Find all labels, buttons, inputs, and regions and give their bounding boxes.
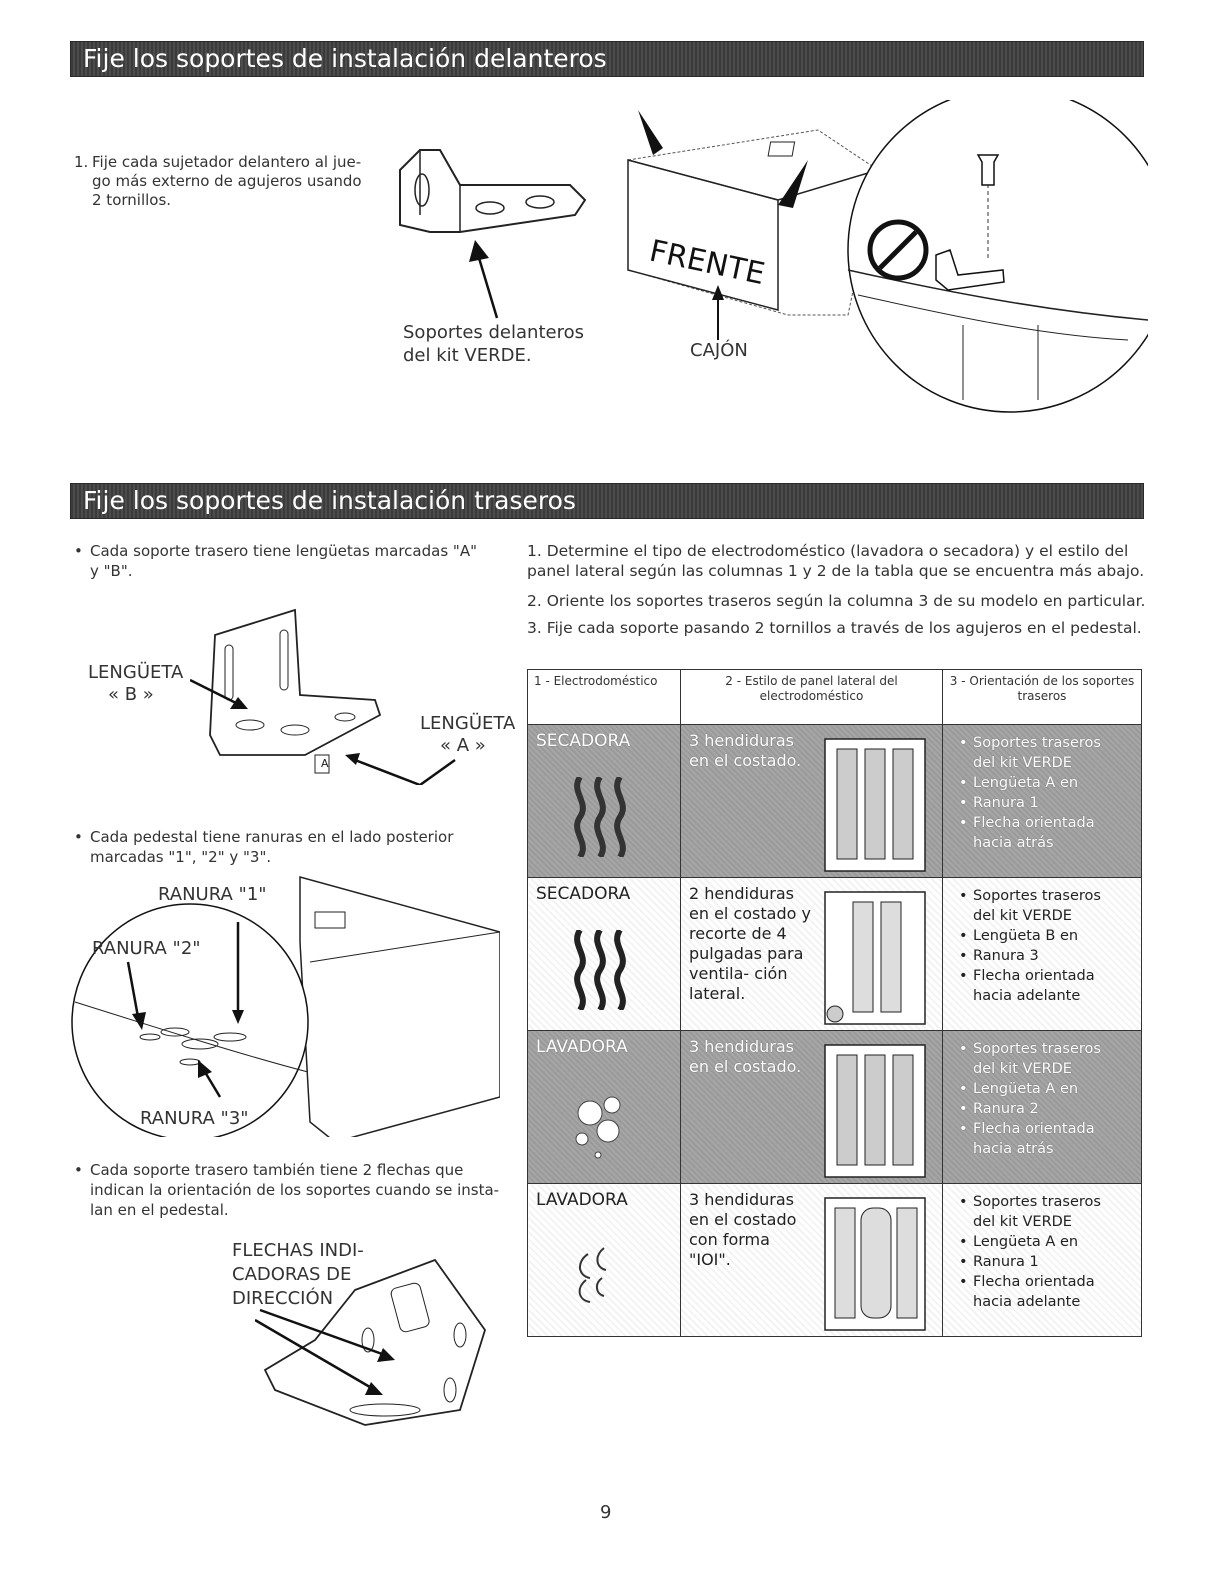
orientation-line: Lengüeta A en (959, 773, 1101, 793)
front-bracket-illustration (399, 149, 587, 233)
panel-style: 2 hendiduras en el costado y recorte de … (689, 884, 811, 1003)
panel-style: 3 hendiduras en el costado. (689, 1037, 802, 1076)
appliance-type: SECADORA (536, 731, 631, 751)
step-number: 1. (74, 153, 89, 171)
orientation-line: Soportes traseros (959, 1192, 1101, 1212)
rear-step-3: 3. Fije cada soporte pasando 2 tornillos… (527, 619, 1142, 637)
front-supports-label-2: del kit VERDE. (403, 345, 532, 366)
section-banner-front: Fije los soportes de instalación delante… (70, 41, 1144, 77)
orientation-line: Soportes traseros (959, 886, 1101, 906)
heat-waves-icon (574, 930, 626, 1010)
appliance-type: LAVADORA (536, 1037, 628, 1057)
side-panel-ioi-icon (824, 1197, 926, 1331)
slot-3-label: RANURA "3" (140, 1108, 249, 1129)
arrows-label-1: FLECHAS INDI- (232, 1240, 364, 1261)
appliance-type: SECADORA (536, 884, 631, 904)
tab-b-label-2: « B » (108, 684, 154, 705)
table-header-row: 1 - Electrodoméstico 2 - Estilo de panel… (527, 669, 1142, 725)
tab-a-label-2: « A » (440, 735, 486, 756)
rear-step-1: 1. Determine el tipo de electrodoméstico… (527, 542, 1145, 580)
bullet-slots: Cada pedestal tiene ranuras en el lado p… (74, 827, 490, 867)
pedestal-slots-illustration (71, 876, 500, 1137)
side-panel-vent-icon (824, 891, 926, 1025)
pedestal-front-illustration: FRENTE (627, 100, 1148, 413)
tab-b-label-1: LENGÜETA (88, 662, 184, 683)
rear-step-2: 2. Oriente los soportes traseros según l… (527, 592, 1146, 610)
water-swirl-icon (578, 1247, 607, 1303)
orientation-line: hacia atrás (973, 1141, 1054, 1157)
orientation-line: hacia adelante (973, 1294, 1081, 1310)
section-title-rear: Fije los soportes de instalación trasero… (83, 486, 576, 515)
side-panel-icon (824, 738, 926, 872)
drawer-label: CAJÓN (690, 340, 748, 361)
section-banner-rear: Fije los soportes de instalación trasero… (70, 483, 1144, 519)
bracket-arrows-illustration (255, 1258, 486, 1426)
header-appliance: 1 - Electrodoméstico (527, 669, 681, 725)
orientation-line: Lengüeta A en (959, 1079, 1101, 1099)
tab-a-label-1: LENGÜETA (420, 713, 516, 734)
arrow-icon (469, 240, 499, 319)
panel-style: 3 hendiduras en el costado con forma "IO… (689, 1190, 797, 1269)
rear-bracket-illustration (209, 608, 382, 774)
page-number: 9 (600, 1502, 612, 1523)
orientation-line: del kit VERDE (973, 1061, 1072, 1077)
slot-2-label: RANURA "2" (92, 938, 201, 959)
table-row: LAVADORA 3 hendiduras en el costado con … (527, 1183, 1142, 1337)
heat-waves-icon (574, 777, 626, 857)
orientation-line: Flecha orientada (959, 1119, 1101, 1139)
orientation-line: del kit VERDE (973, 908, 1072, 924)
orientation-line: Soportes traseros (959, 733, 1101, 753)
header-panel-style: 2 - Estilo de panel lateral del electrod… (680, 669, 943, 725)
orientation-table: 1 - Electrodoméstico 2 - Estilo de panel… (527, 669, 1142, 1337)
orientation-line: Flecha orientada (959, 813, 1101, 833)
orientation-line: del kit VERDE (973, 1214, 1072, 1230)
arrows-label-3: DIRECCIÓN (232, 1288, 334, 1309)
front-supports-label-1: Soportes delanteros (403, 322, 584, 343)
orientation-line: hacia adelante (973, 988, 1081, 1004)
table-row: LAVADORA 3 hendiduras en el costado. Sop… (527, 1030, 1142, 1184)
orientation-line: Ranura 1 (959, 793, 1101, 813)
orientation-line: Lengüeta A en (959, 1232, 1101, 1252)
orientation-line: Ranura 1 (959, 1252, 1101, 1272)
orientation-line: hacia atrás (973, 835, 1054, 851)
orientation-line: Ranura 2 (959, 1099, 1101, 1119)
arrows-label-2: CADORAS DE (232, 1264, 352, 1285)
arrow-icon (190, 678, 456, 785)
bubbles-icon (575, 1096, 621, 1159)
table-row: SECADORA 3 hendiduras en el costado. Sop… (527, 724, 1142, 878)
orientation-line: Flecha orientada (959, 1272, 1101, 1292)
panel-style: 3 hendiduras en el costado. (689, 731, 802, 770)
appliance-type: LAVADORA (536, 1190, 628, 1210)
table-row: SECADORA 2 hendiduras en el costado y re… (527, 877, 1142, 1031)
header-orientation: 3 - Orientación de los soportes traseros (942, 669, 1142, 725)
slot-1-label: RANURA "1" (158, 884, 267, 905)
orientation-line: Flecha orientada (959, 966, 1101, 986)
side-panel-icon (824, 1044, 926, 1178)
bullet-arrows: Cada soporte trasero también tiene 2 fle… (74, 1160, 500, 1220)
orientation-line: Ranura 3 (959, 946, 1101, 966)
bullet-tabs: Cada soporte trasero tiene lengüetas mar… (74, 541, 490, 581)
step-1-text: Fije cada sujetador delantero al jue- go… (92, 153, 362, 209)
orientation-line: Soportes traseros (959, 1039, 1101, 1059)
tab-a-letter: A (321, 757, 329, 770)
orientation-line: Lengüeta B en (959, 926, 1101, 946)
orientation-line: del kit VERDE (973, 755, 1072, 771)
section-title-front: Fije los soportes de instalación delante… (83, 44, 607, 73)
